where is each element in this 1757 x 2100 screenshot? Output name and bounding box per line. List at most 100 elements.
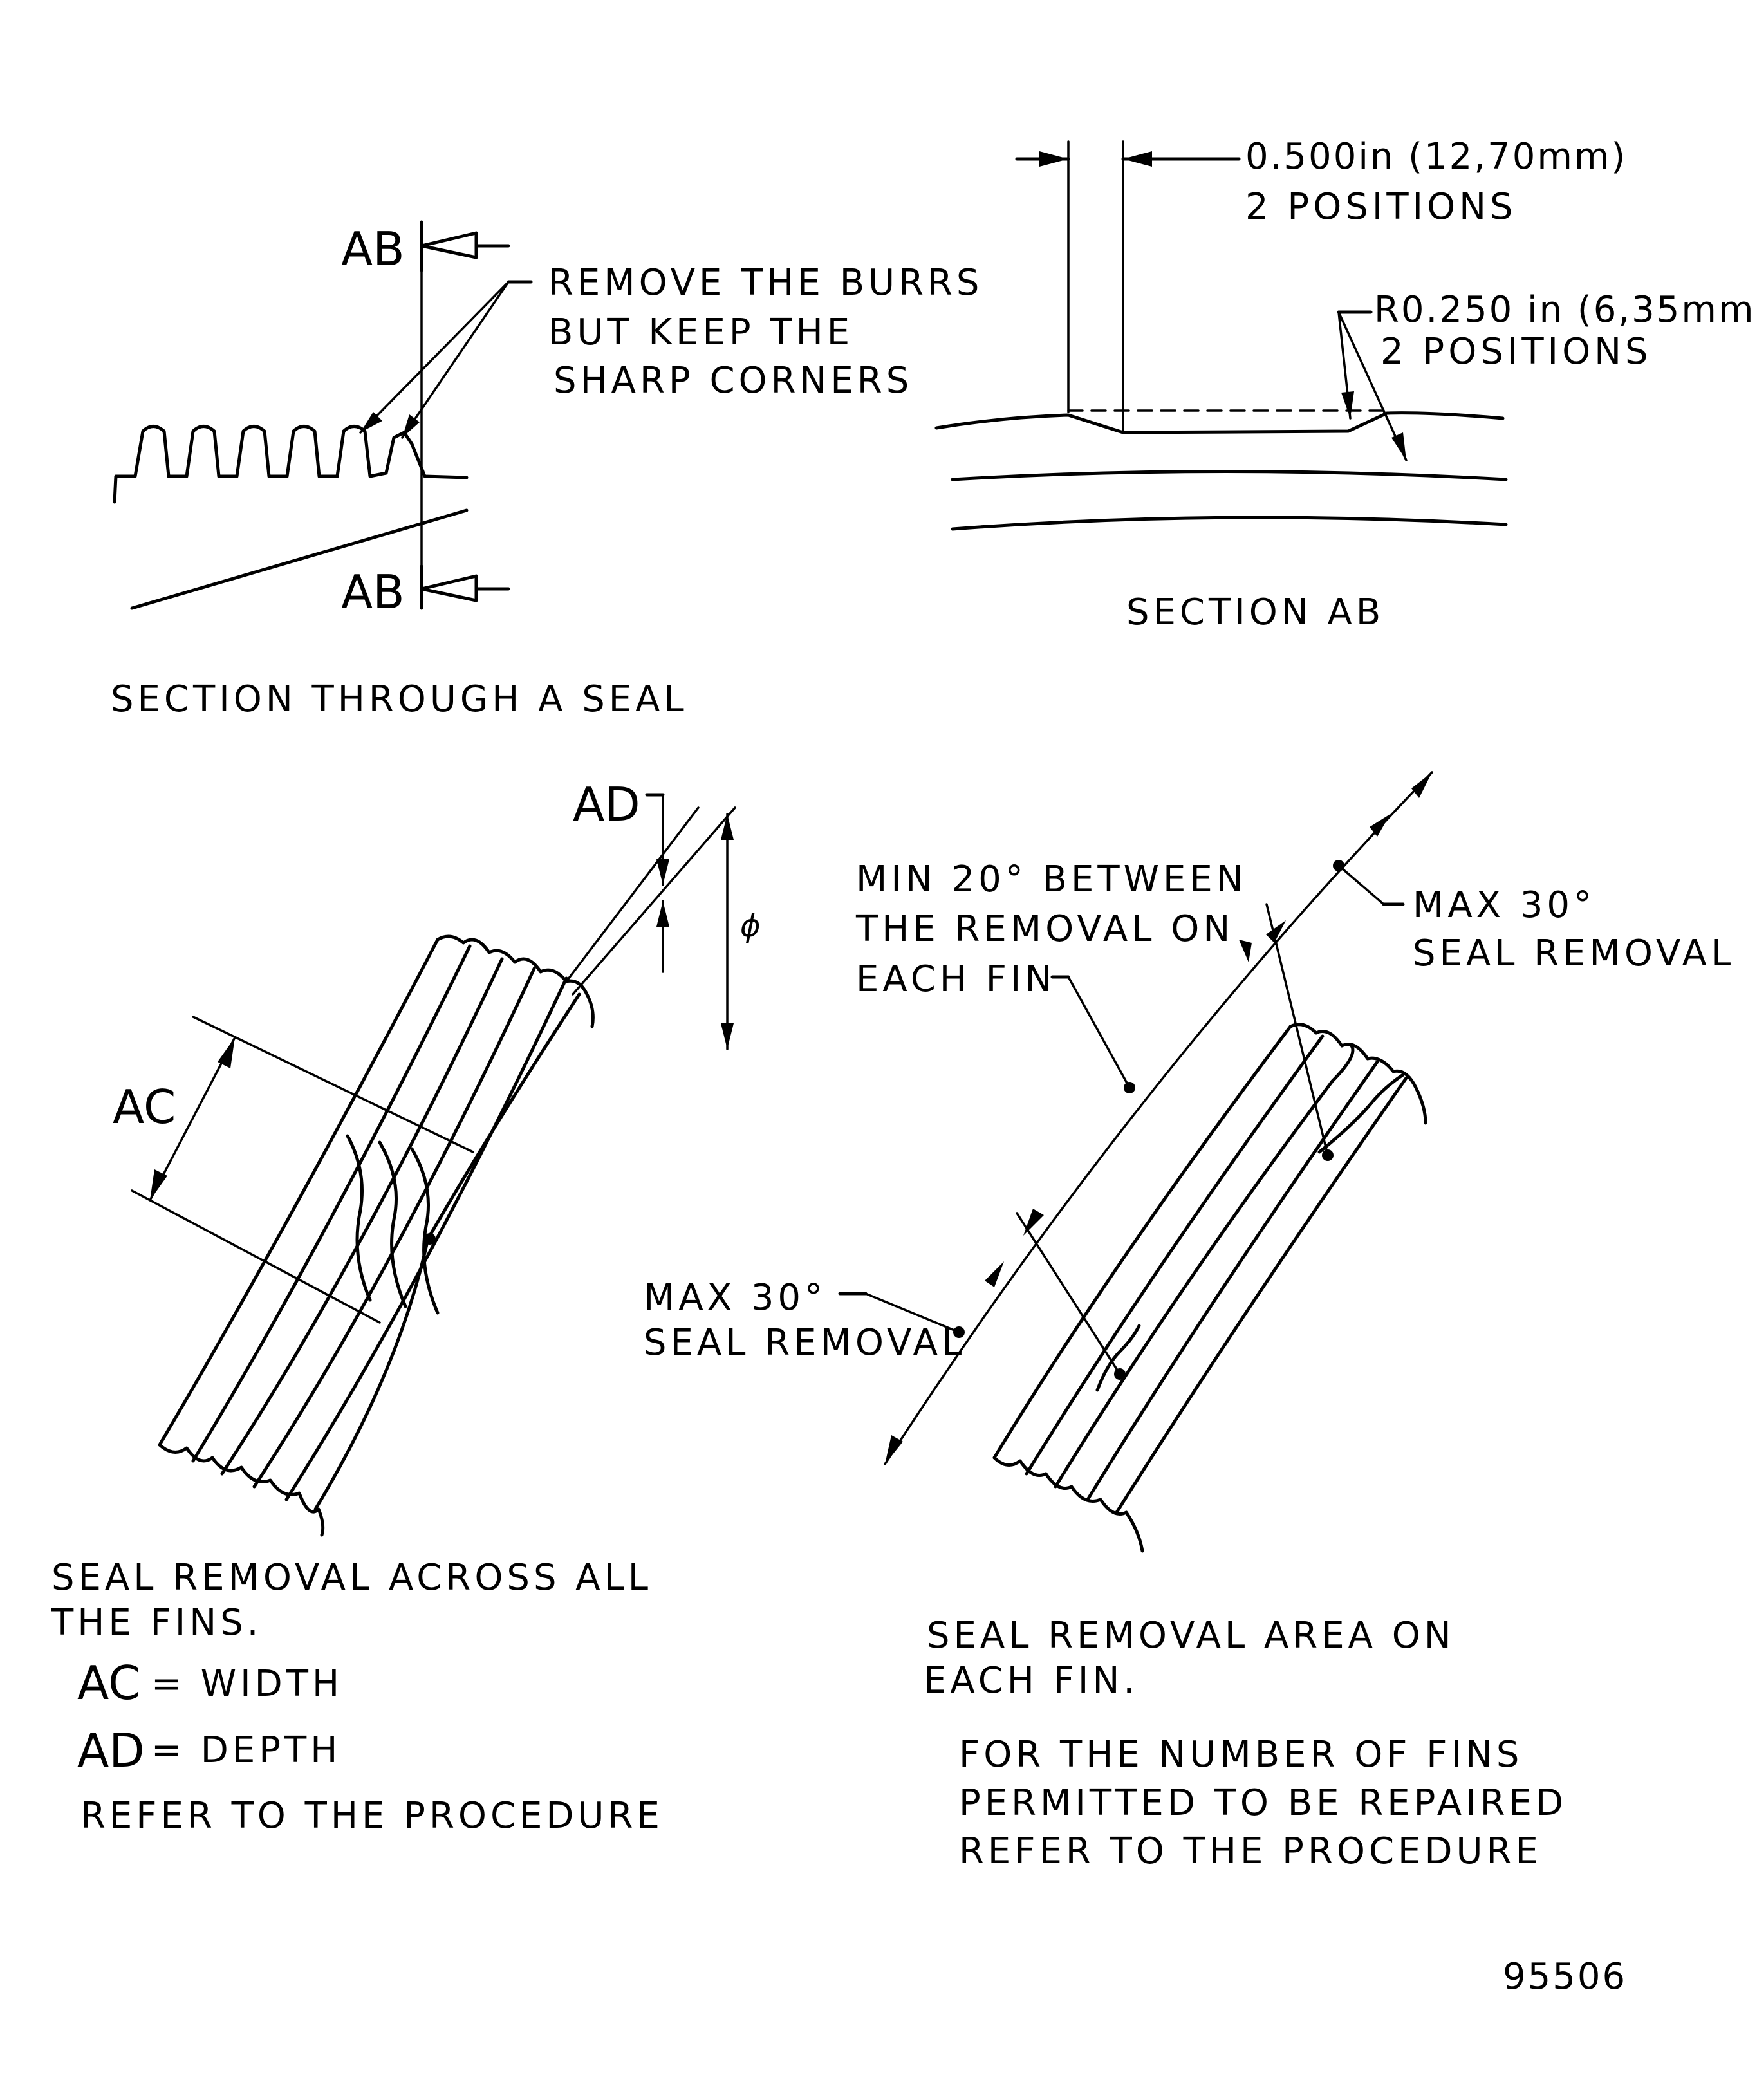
- phi-arrow-bottom: [721, 1023, 734, 1049]
- removal-boundary-upper: [1265, 903, 1329, 1157]
- seal-casing-line: [130, 508, 469, 610]
- legend-ad-key: AD: [77, 1724, 145, 1778]
- section-ab-line-2: [951, 470, 1508, 481]
- ac-extension-upper: [192, 1016, 474, 1153]
- fin2-arc-5: [1115, 1076, 1408, 1514]
- figure-number: 95506: [1503, 1956, 1627, 1998]
- arc-arrow-bottom: [885, 1435, 903, 1464]
- view-removal-each-fin: MIN 20° BETWEEN THE REMOVAL ON EACH FIN …: [644, 771, 1734, 1872]
- ad-extension-inner: [565, 806, 700, 983]
- caption-each-line2: EACH FIN.: [924, 1660, 1139, 1702]
- dim-width-positions: 2 POSITIONS: [1245, 186, 1517, 228]
- legend-ac-key: AC: [77, 1656, 140, 1710]
- leader-burr-2: [401, 281, 510, 439]
- leader-max-bottom: [864, 1292, 960, 1333]
- removal-notch-upper: [1317, 1073, 1405, 1154]
- refer-across: REFER TO THE PROCEDURE: [80, 1795, 664, 1837]
- max-30-top-line2: SEAL REMOVAL: [1413, 933, 1734, 974]
- label-ad: AD: [573, 777, 640, 832]
- dim-arrow-left-head: [1039, 151, 1068, 167]
- section-through-seal: AB AB REMOVE THE BURRS BUT KEEP THE SHAR…: [111, 220, 983, 720]
- ad-arrow-down: [656, 859, 669, 885]
- note-each-line3: REFER TO THE PROCEDURE: [959, 1830, 1542, 1872]
- ac-dimension-line: [149, 1036, 236, 1202]
- leader-burr-1-head: [360, 412, 382, 432]
- fin2-arc-1: [992, 1025, 1292, 1460]
- caption-across-line1: SEAL REMOVAL ACROSS ALL: [51, 1557, 652, 1599]
- max-30-bottom-line1: MAX 30°: [644, 1277, 826, 1319]
- fin2-arc-2: [1025, 1034, 1325, 1476]
- label-ab-bottom: AB: [341, 565, 405, 619]
- label-ab-top: AB: [341, 222, 405, 276]
- label-ac: AC: [113, 1080, 176, 1134]
- note-each-line1: FOR THE NUMBER OF FINS: [959, 1734, 1523, 1776]
- view-removal-across-fins: AD ϕ AC SEAL REMOVAL ACROSS ALL THE FINS…: [51, 777, 761, 1837]
- ac-arrow-top: [218, 1037, 235, 1068]
- caption-each-line1: SEAL REMOVAL AREA ON: [927, 1615, 1455, 1657]
- ac-extension-lower: [131, 1189, 381, 1324]
- dim-radius-positions: 2 POSITIONS: [1380, 331, 1652, 373]
- fin2-arc-4: [1086, 1060, 1379, 1501]
- fin-end-bottom: [158, 1443, 325, 1537]
- legend-ac-value: = WIDTH: [151, 1663, 343, 1705]
- dim-arrow-right-head: [1123, 151, 1152, 167]
- label-phi: ϕ: [740, 908, 761, 944]
- fin-end-top: [436, 934, 595, 1028]
- caption-section-through-seal: SECTION THROUGH A SEAL: [111, 678, 688, 720]
- fin-arc-2: [191, 944, 472, 1463]
- fin2-arc-3: [1054, 1044, 1355, 1489]
- seal-fin-profile: [113, 425, 469, 504]
- caption-across-line2: THE FINS.: [51, 1602, 262, 1644]
- removal-boundary-lower: [1016, 1212, 1121, 1375]
- leader-max-top: [1337, 864, 1385, 906]
- fin2-end-bottom: [992, 1456, 1144, 1553]
- dim-width-label: 0.500in (12,70mm): [1245, 136, 1627, 178]
- caption-section-ab: SECTION AB: [1126, 591, 1384, 633]
- section-ab: 0.500in (12,70mm) 2 POSITIONS R0.250 in …: [934, 136, 1757, 633]
- arc-arrow-bottom-2: [1023, 1209, 1044, 1236]
- removal-wave-1: [346, 1134, 372, 1302]
- max-30-bottom-line2: SEAL REMOVAL: [644, 1322, 965, 1364]
- ac-arrow-bottom: [150, 1169, 167, 1200]
- max-30-top-line1: MAX 30°: [1413, 884, 1595, 926]
- min-20-line3: EACH FIN: [856, 958, 1055, 1000]
- leader-min-20: [1067, 976, 1131, 1089]
- removal-wave-2: [378, 1140, 407, 1308]
- arc-arrow-top-4: [1239, 940, 1252, 962]
- section-arrow-bottom: [420, 574, 478, 602]
- fin2-end-top: [1288, 1023, 1427, 1125]
- burr-note-line1: REMOVE THE BURRS: [548, 262, 983, 304]
- section-ab-profile: [934, 411, 1505, 434]
- radius-leader-1-head: [1341, 391, 1354, 418]
- leader-max-top-point: [1333, 860, 1344, 871]
- removal-notch-lower: [1095, 1324, 1141, 1392]
- min-20-line1: MIN 20° BETWEEN: [856, 859, 1247, 900]
- note-each-line2: PERMITTED TO BE REPAIRED: [959, 1782, 1567, 1824]
- legend-ad-value: = DEPTH: [151, 1729, 341, 1771]
- fin-arc-1: [158, 938, 440, 1447]
- section-ab-line-3: [951, 516, 1508, 531]
- leader-max-bottom-point: [953, 1326, 965, 1338]
- section-arrow-top: [420, 231, 478, 259]
- arc-arrow-top-2: [1370, 814, 1390, 837]
- leader-min-20-point: [1124, 1082, 1135, 1093]
- ad-arrow-up: [656, 901, 669, 927]
- min-20-line2: THE REMOVAL ON: [855, 908, 1234, 950]
- burr-note-line2: BUT KEEP THE: [548, 311, 853, 353]
- radius-leader-2-head: [1391, 432, 1406, 460]
- removal-point-marker: [424, 1233, 436, 1245]
- removal-boundary-upper-point: [1322, 1149, 1334, 1161]
- removal-boundary-lower-point: [1114, 1368, 1126, 1380]
- dim-radius-label: R0.250 in (6,35mm): [1374, 289, 1757, 331]
- fin-arc-3: [220, 957, 504, 1476]
- arc-arrow-top-3: [1266, 920, 1286, 943]
- removal-wave-3: [410, 1147, 440, 1315]
- leader-burr-2-head: [402, 414, 420, 438]
- leader-burr-1: [359, 281, 510, 434]
- burr-note-line3: SHARP CORNERS: [553, 360, 913, 402]
- arc-arrow-top: [1411, 772, 1432, 798]
- arc-arrow-bottom-3: [985, 1261, 1004, 1287]
- phi-arrow-top: [721, 814, 734, 840]
- ad-extension-outer: [572, 806, 736, 996]
